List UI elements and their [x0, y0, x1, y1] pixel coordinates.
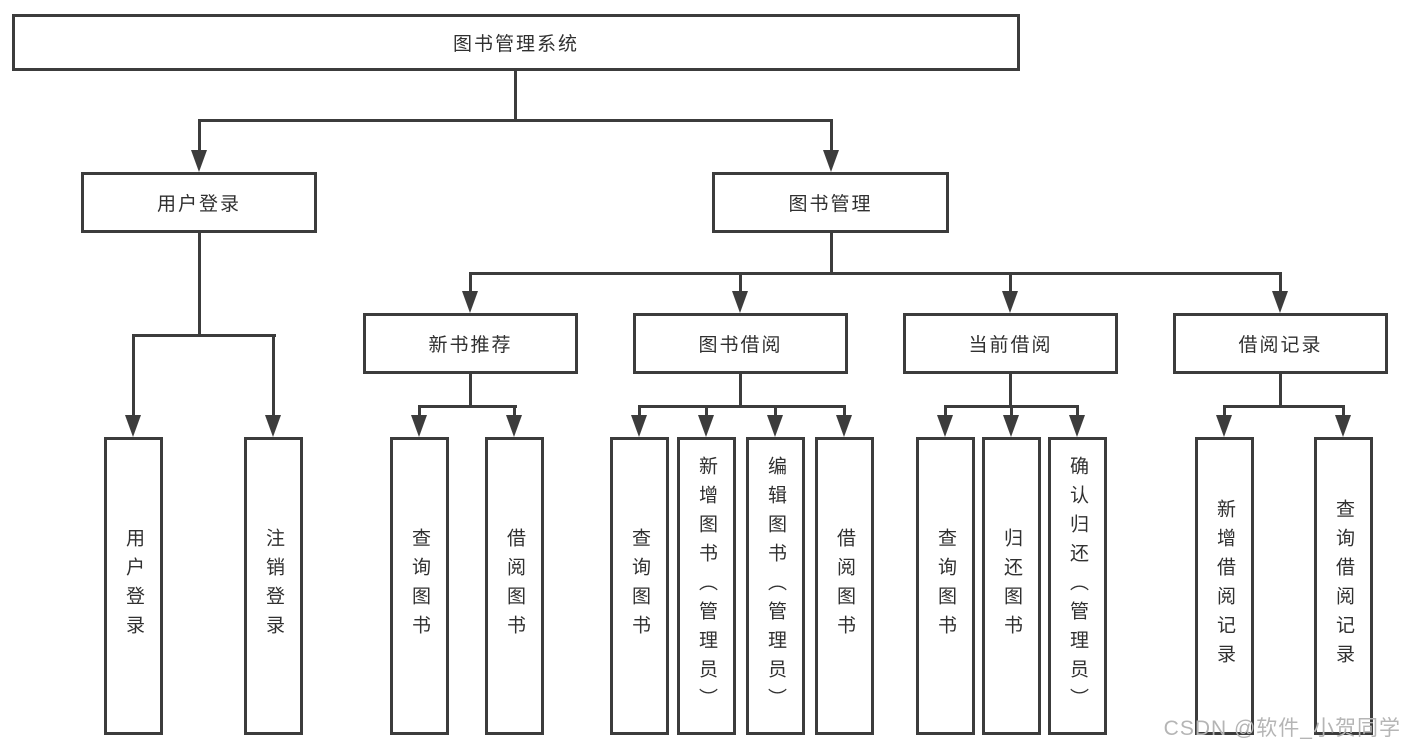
- arrowhead: [462, 291, 478, 313]
- leaf-confirm-return-admin: 确认归还（管理员）: [1048, 437, 1107, 735]
- connector-stem: [1076, 405, 1079, 417]
- node-label: 注销登录: [263, 528, 284, 644]
- connector-stub: [469, 374, 472, 408]
- node-label: 确认归还（管理员）: [1067, 455, 1088, 717]
- node-new-book-recommend: 新书推荐: [363, 313, 578, 374]
- arrowhead: [1069, 415, 1085, 437]
- connector-level2-hline: [198, 119, 832, 122]
- connector-stem: [1279, 272, 1282, 294]
- connector-stub: [1009, 374, 1012, 408]
- connector-stem: [418, 405, 421, 417]
- node-label: 归还图书: [1001, 528, 1022, 644]
- node-label: 查询借阅记录: [1333, 499, 1354, 673]
- connector-book-mgmt-stub: [830, 233, 833, 275]
- node-user-login: 用户登录: [81, 172, 317, 233]
- node-book-management: 图书管理: [712, 172, 949, 233]
- connector-hline: [1223, 405, 1345, 408]
- leaf-user-login: 用户登录: [104, 437, 163, 735]
- node-label: 查询图书: [409, 528, 430, 644]
- connector-user-login-stub: [198, 233, 201, 336]
- arrowhead: [411, 415, 427, 437]
- node-label: 图书管理: [788, 194, 873, 215]
- node-root-library-system: 图书管理系统: [12, 14, 1020, 71]
- arrowhead: [937, 415, 953, 437]
- node-current-borrow: 当前借阅: [903, 313, 1118, 374]
- connector-stub: [1279, 374, 1282, 408]
- arrowhead: [1002, 291, 1018, 313]
- arrowhead: [823, 150, 839, 172]
- leaf-return-books: 归还图书: [982, 437, 1041, 735]
- arrowhead: [191, 150, 207, 172]
- arrowhead: [836, 415, 852, 437]
- node-label: 新书推荐: [428, 335, 513, 356]
- node-label: 借阅记录: [1238, 335, 1323, 356]
- arrowhead: [1003, 415, 1019, 437]
- csdn-watermark: CSDN @软件_小贺同学: [1163, 717, 1401, 740]
- leaf-add-borrow-record: 新增借阅记录: [1195, 437, 1254, 735]
- leaf-edit-books-admin: 编辑图书（管理员）: [746, 437, 805, 735]
- node-label: 查询图书: [935, 528, 956, 644]
- node-label: 编辑图书（管理员）: [765, 455, 786, 717]
- leaf-borrow-books-recommend: 借阅图书: [485, 437, 544, 735]
- connector-hline: [638, 405, 846, 408]
- connector-stem: [272, 334, 275, 417]
- arrowhead: [265, 415, 281, 437]
- connector-stem: [1010, 405, 1013, 417]
- arrowhead: [631, 415, 647, 437]
- arrowhead: [732, 291, 748, 313]
- leaf-query-books-borrow: 查询图书: [610, 437, 669, 735]
- node-label: 新增图书（管理员）: [696, 455, 717, 717]
- leaf-logout: 注销登录: [244, 437, 303, 735]
- connector-user-login-hline: [132, 334, 276, 337]
- arrowhead: [506, 415, 522, 437]
- connector-stub: [739, 374, 742, 408]
- arrowhead: [1272, 291, 1288, 313]
- node-label: 图书借阅: [698, 335, 783, 356]
- node-label: 当前借阅: [968, 335, 1053, 356]
- node-label: 查询图书: [629, 528, 650, 644]
- connector-stem: [830, 119, 833, 152]
- leaf-query-books-current: 查询图书: [916, 437, 975, 735]
- leaf-query-books-recommend: 查询图书: [390, 437, 449, 735]
- node-borrow-record: 借阅记录: [1173, 313, 1388, 374]
- connector-stem: [198, 119, 201, 152]
- connector-stem: [944, 405, 947, 417]
- arrowhead: [698, 415, 714, 437]
- arrowhead: [767, 415, 783, 437]
- connector-level3-hline: [469, 272, 1282, 275]
- arrowhead: [1216, 415, 1232, 437]
- node-label: 图书管理系统: [452, 34, 579, 55]
- connector-stem: [843, 405, 846, 417]
- connector-stem: [132, 334, 135, 417]
- node-label: 用户登录: [156, 194, 241, 215]
- node-label: 借阅图书: [504, 528, 525, 644]
- leaf-query-borrow-record: 查询借阅记录: [1314, 437, 1373, 735]
- connector-stem: [513, 405, 516, 417]
- connector-stem: [469, 272, 472, 294]
- leaf-borrow-books: 借阅图书: [815, 437, 874, 735]
- connector-stem: [739, 272, 742, 294]
- node-book-borrow: 图书借阅: [633, 313, 848, 374]
- node-label: 用户登录: [123, 528, 144, 644]
- connector-stem: [638, 405, 641, 417]
- connector-stem: [774, 405, 777, 417]
- connector-stem: [705, 405, 708, 417]
- node-label: 借阅图书: [834, 528, 855, 644]
- connector-hline: [418, 405, 517, 408]
- connector-root-stub: [514, 69, 517, 121]
- connector-stem: [1009, 272, 1012, 294]
- node-label: 新增借阅记录: [1214, 499, 1235, 673]
- leaf-add-books-admin: 新增图书（管理员）: [677, 437, 736, 735]
- arrowhead: [1335, 415, 1351, 437]
- connector-stem: [1342, 405, 1345, 417]
- arrowhead: [125, 415, 141, 437]
- connector-stem: [1223, 405, 1226, 417]
